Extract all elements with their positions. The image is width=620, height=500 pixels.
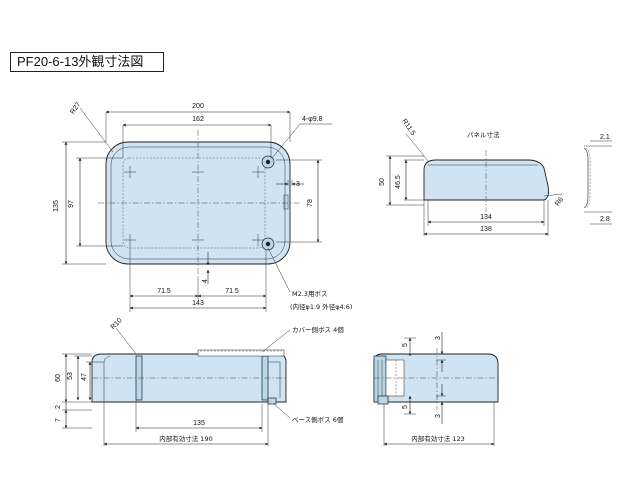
panel-profile <box>583 147 589 209</box>
base-boss-leader <box>273 403 291 419</box>
dim-2-label: 2 <box>55 405 62 409</box>
dim-3-label: 3 <box>296 181 300 188</box>
dim-46-5-label: 46.5 <box>395 175 402 189</box>
r27-leader <box>79 107 114 153</box>
dim-71-5-right-label: 71.5 <box>225 288 239 295</box>
r11-5-label: R11.5 <box>400 118 416 137</box>
boss-note-line-2: (内径φ1.9 外径φ4.6) <box>290 302 352 311</box>
dim-7-label: 7 <box>55 418 62 422</box>
dim-4-label: 4 <box>202 279 209 283</box>
boss-note-leader <box>267 247 291 293</box>
drawing-title: PF20-6-13外観寸法図 <box>10 52 164 72</box>
dim-71-5-left-label: 71.5 <box>157 288 171 295</box>
r11-5-leader <box>405 133 430 163</box>
cover-boss-strip <box>197 349 285 357</box>
boss-note-line-1: M2.3用ボス <box>292 290 327 298</box>
panel-label: パネル寸法 <box>467 130 500 139</box>
dim-5-bottom-label: 5 <box>402 405 409 409</box>
dim-200-label: 200 <box>192 103 204 110</box>
dim-47-label: 47 <box>81 373 88 381</box>
short-section-view: 5 3 5 3 内部有効寸法 123 <box>373 332 499 446</box>
front-side-slot <box>283 194 289 210</box>
dim-134-label: 134 <box>480 214 492 221</box>
base-boss <box>267 397 277 405</box>
panel-outline <box>423 159 549 201</box>
dim-53-label: 53 <box>67 372 74 380</box>
r6-leader <box>543 193 563 197</box>
front-view: 200 162 R27 135 97 78 3 4-φ9.8 <box>53 101 352 312</box>
dim-143-label: 143 <box>192 300 204 307</box>
dim-2-8-label: 2.8 <box>600 216 610 223</box>
hole-note-label: 4-φ9.8 <box>302 116 323 123</box>
dim-3-bottom-label: 3 <box>435 414 442 418</box>
dim-50-side-label: 50 <box>379 178 386 186</box>
dim-135-vertical-label: 135 <box>53 200 60 212</box>
front-crosshairs <box>124 166 264 246</box>
long-section-view: R10 カバー側ボス 4個 ベース側ボス 6個 60 53 47 2 7 135 <box>55 317 344 446</box>
cover-boss-leader <box>261 329 291 353</box>
cover-boss-note: カバー側ボス 4個 <box>292 325 344 334</box>
r10-leader <box>115 327 137 355</box>
dim-138-label: 138 <box>480 226 492 233</box>
dim-3-top-label: 3 <box>435 336 442 340</box>
base-boss-note: ベース側ボス 6個 <box>292 415 344 424</box>
dim-135-horizontal-label: 135 <box>193 420 205 427</box>
inner-length-190-label: 内部有効寸法 190 <box>159 434 212 443</box>
front-inner-cavity <box>122 157 266 249</box>
front-holes <box>261 155 275 251</box>
dim-78-label: 78 <box>307 199 314 207</box>
dim-97-label: 97 <box>68 200 75 208</box>
dim-5-top-label: 5 <box>402 343 409 347</box>
r10-label: R10 <box>110 317 124 331</box>
hole-note-leader <box>271 123 301 159</box>
short-section-wall <box>373 355 387 403</box>
dim-2-1-label: 2.1 <box>600 134 610 141</box>
dim-162-label: 162 <box>192 116 204 123</box>
dim-60-label: 60 <box>55 374 62 382</box>
side-view: パネル寸法 R11.5 R6 50 46.5 134 138 2.1 <box>379 118 612 236</box>
r6-label: R6 <box>554 196 565 207</box>
inner-length-123-label: 内部有効寸法 123 <box>411 434 464 443</box>
